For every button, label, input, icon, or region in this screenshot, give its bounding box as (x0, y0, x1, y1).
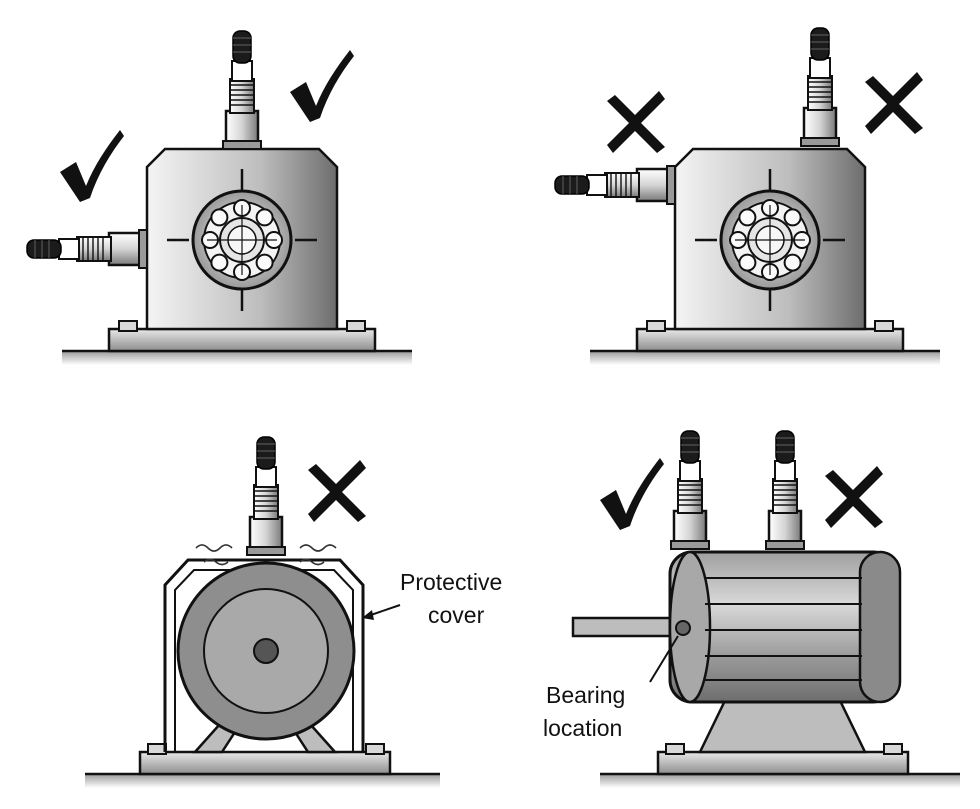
check-mark-icon (60, 130, 124, 202)
check-mark-icon (290, 50, 354, 122)
label-bearing-location-line1: Bearing (546, 682, 625, 708)
panel-housing-incorrect (553, 26, 942, 367)
label-protective-cover-line1: Protective (400, 569, 502, 595)
cross-mark-icon (308, 460, 366, 522)
panel-motor: Bearing location (543, 429, 960, 788)
panel-housing-correct (25, 29, 414, 367)
cross-mark-icon (865, 72, 923, 134)
sensor-horizontal-correct (25, 228, 149, 270)
cross-mark-icon (825, 466, 883, 528)
cross-mark-icon (607, 91, 665, 153)
panel-protective-cover: Protective cover (85, 435, 502, 788)
sensor-horizontal-offset (553, 164, 677, 206)
label-protective-cover-line2: cover (428, 602, 485, 628)
sensor-vertical-correct (221, 29, 263, 151)
label-bearing-location-line2: location (543, 715, 622, 741)
sensor-vertical-offset (799, 26, 841, 148)
sensor-on-cover (245, 435, 287, 557)
sensor-over-frame (764, 429, 806, 551)
check-mark-icon (600, 458, 664, 530)
sensor-over-bearing (669, 429, 711, 551)
